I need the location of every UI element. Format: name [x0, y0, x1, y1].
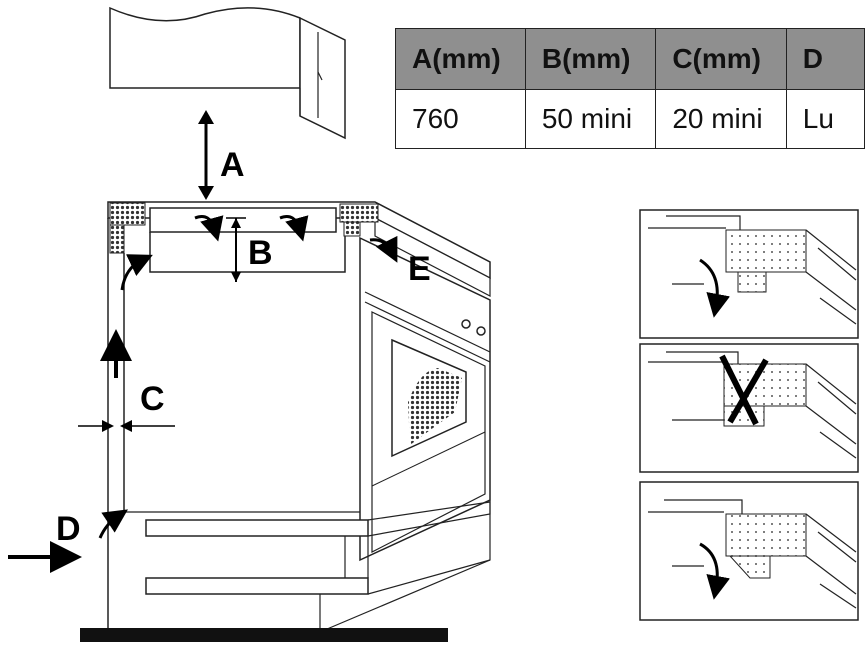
floor: [80, 628, 448, 642]
dimension-table-container: A(mm) B(mm) C(mm) D 760 50 mini 20 mini …: [393, 26, 865, 150]
dimension-table: A(mm) B(mm) C(mm) D 760 50 mini 20 mini …: [395, 28, 865, 149]
oven: [359, 236, 491, 562]
table-cell-d: Lu: [785, 89, 865, 149]
detail-panel-correct-2: [639, 481, 859, 621]
detail-panel-correct-1: [639, 209, 859, 339]
table-header-d: D: [785, 28, 865, 90]
table-header-c: C(mm): [655, 28, 787, 90]
dimension-a-arrow: [198, 110, 214, 200]
label-e: E: [408, 250, 431, 288]
detail-panel-incorrect: [639, 343, 859, 473]
drawers: [145, 500, 491, 633]
label-c: C: [140, 380, 165, 418]
label-d: D: [56, 510, 81, 548]
table-header-b: B(mm): [524, 28, 657, 90]
table-cell-c: 20 mini: [655, 89, 787, 149]
label-a: A: [220, 146, 245, 184]
dimension-e-arrow: [369, 235, 398, 263]
label-b: B: [248, 234, 273, 272]
table-row: 760 50 mini 20 mini Lu: [395, 89, 865, 149]
cross-icon: [719, 354, 769, 426]
table-header-a: A(mm): [395, 28, 526, 90]
dimension-b-arrow: [226, 217, 246, 282]
base-cabinet: [98, 218, 360, 632]
wall-cabinet: [109, 6, 346, 140]
table-cell-b: 50 mini: [524, 89, 657, 149]
table-cell-a: 760: [395, 89, 526, 149]
table-header-row: A(mm) B(mm) C(mm) D: [395, 28, 865, 90]
